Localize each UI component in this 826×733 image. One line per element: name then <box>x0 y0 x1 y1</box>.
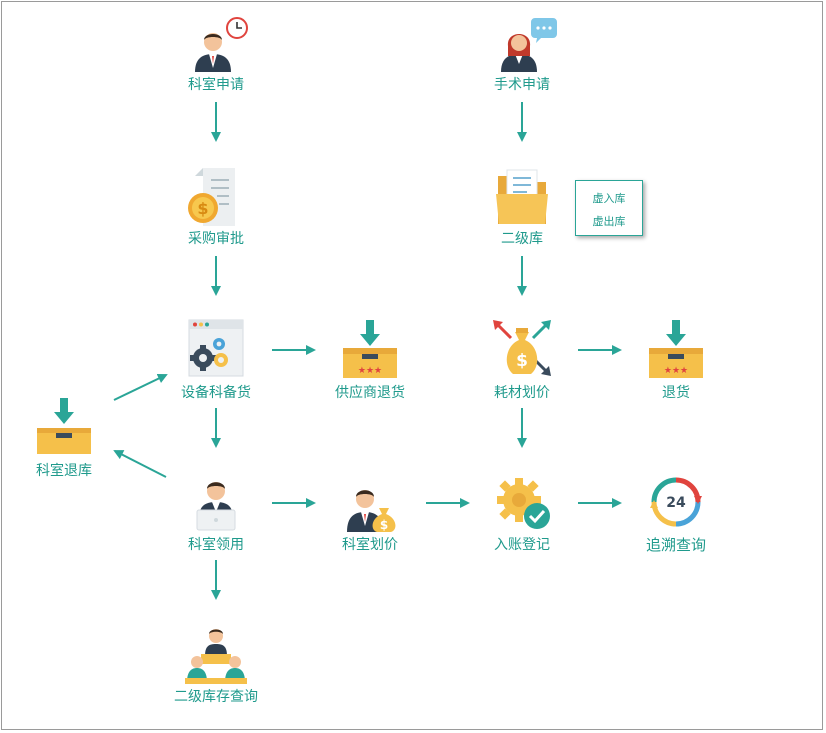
woman-chat-icon <box>501 18 557 72</box>
businessman-moneybag-icon: $ <box>347 490 396 532</box>
node-label: 科室申请 <box>188 77 244 93</box>
virtual-out-label: 虚出库 <box>592 215 626 228</box>
node-label: 耗材划价 <box>494 385 550 401</box>
node-dept-apply[interactable]: 科室申请 <box>146 16 286 94</box>
svg-text:$: $ <box>197 199 208 218</box>
node-label: 科室退库 <box>36 463 92 479</box>
badge-24-text: 24 <box>666 495 686 511</box>
node-secondary-store[interactable]: 二级库 <box>452 166 592 248</box>
node-label: 入账登记 <box>494 537 550 553</box>
node-secondary-stock-query[interactable]: 二级库存查询 <box>146 626 286 706</box>
folder-document-icon <box>496 169 548 224</box>
virtual-in-label: 虚入库 <box>592 192 626 205</box>
person-laptop-icon <box>196 482 236 531</box>
node-label: 供应商退货 <box>335 385 405 401</box>
node-label: 二级库 <box>501 231 543 247</box>
node-label: 科室领用 <box>188 537 244 553</box>
arrow-requisition-to-return-store <box>113 450 167 478</box>
node-label: 科室划价 <box>342 537 398 553</box>
node-label: 二级库存查询 <box>174 689 258 705</box>
gear-check-icon <box>497 478 550 529</box>
node-supplier-return[interactable]: ★★★ 供应商退货 <box>300 318 440 402</box>
node-dept-pricing[interactable]: $ 科室划价 <box>300 474 440 554</box>
svg-text:$: $ <box>380 518 388 532</box>
node-purchase-approve[interactable]: $ 采购审批 <box>146 166 286 248</box>
svg-text:★★★: ★★★ <box>358 366 382 376</box>
node-dept-return-store[interactable]: 科室退库 <box>0 396 134 480</box>
node-surgery-apply[interactable]: 手术申请 <box>452 16 592 94</box>
svg-text:$: $ <box>516 351 528 371</box>
manager-clock-icon <box>195 17 248 72</box>
node-label: 追溯查询 <box>645 536 706 554</box>
svg-text:★★★: ★★★ <box>664 366 688 376</box>
node-label: 手术申请 <box>494 77 550 93</box>
box-down-arrow-icon: ★★★ <box>343 320 397 378</box>
virtual-stock-box[interactable]: 虚入库 虚出库 <box>575 180 643 236</box>
node-equipment-stock[interactable]: 设备科备货 <box>146 318 286 402</box>
invoice-coin-icon: $ <box>188 168 235 226</box>
meeting-presenter-icon <box>185 629 247 684</box>
node-dept-requisition[interactable]: 科室领用 <box>146 474 286 554</box>
tray-down-arrow-icon <box>37 398 91 454</box>
node-label: 退货 <box>662 385 690 401</box>
node-account-register[interactable]: 入账登记 <box>452 474 592 554</box>
node-return-goods[interactable]: ★★★ 退货 <box>606 318 746 402</box>
arrow-return-store-to-stock <box>113 373 168 401</box>
node-label: 采购审批 <box>188 231 244 247</box>
window-gears-icon <box>188 319 244 377</box>
box-down-arrow-icon: ★★★ <box>649 320 703 378</box>
node-label: 设备科备货 <box>181 385 251 401</box>
money-bag-arrows-icon: $ <box>493 320 551 376</box>
node-consumable-pricing[interactable]: $ 耗材划价 <box>452 318 592 402</box>
cycle-24-icon: 24 <box>650 477 702 527</box>
node-trace-query[interactable]: 24 追溯查询 <box>606 474 746 555</box>
